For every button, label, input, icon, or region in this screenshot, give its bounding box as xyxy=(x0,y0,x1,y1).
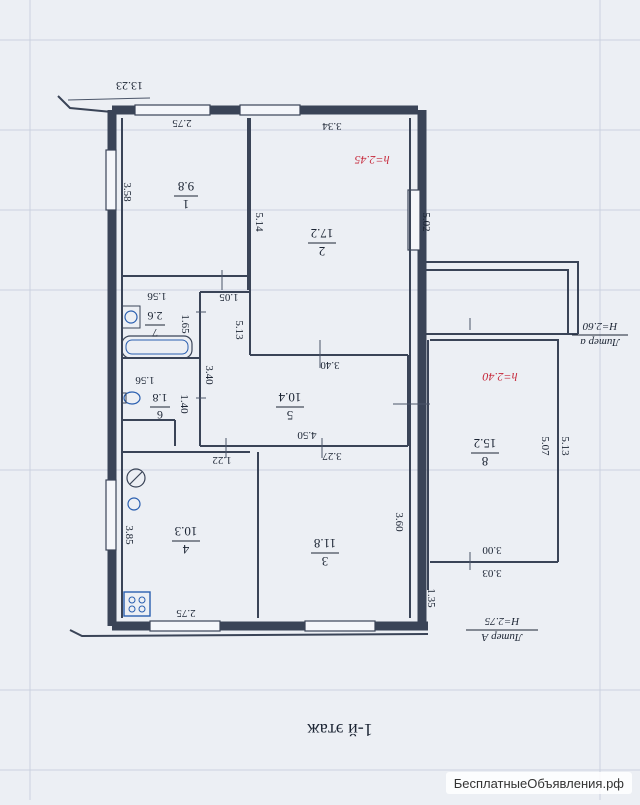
room-4-area: 10.3 xyxy=(175,524,198,539)
window xyxy=(239,104,301,116)
room-3-number: 3 xyxy=(322,554,329,569)
floor-label: 1-й этаж xyxy=(307,720,373,740)
window xyxy=(134,104,211,116)
liter-a-small-name: Литер а xyxy=(580,336,621,348)
no-entry-icon xyxy=(126,468,146,488)
room-2-number: 2 xyxy=(319,244,326,259)
room-1-number: 1 xyxy=(183,197,190,212)
room-2-area: 17.2 xyxy=(311,226,334,241)
dim-1-65: 1.65 xyxy=(179,314,191,334)
room-5-number: 5 xyxy=(287,408,294,423)
window xyxy=(105,479,117,551)
washbasin-icon xyxy=(127,497,141,511)
dim-3-60: 3.60 xyxy=(393,512,405,532)
dim-5-13-a: 5.13 xyxy=(233,320,245,340)
dim-4-50: 4.50 xyxy=(297,429,317,441)
room-8-number: 8 xyxy=(482,454,489,469)
dim-1-35: 1.35 xyxy=(425,588,437,608)
dim-1-22: 1.22 xyxy=(212,454,231,466)
washbasin-icon xyxy=(121,305,141,329)
room-1-area: 9.8 xyxy=(178,179,194,194)
room-7-area: 2.6 xyxy=(148,309,163,323)
dim-5-02: 5.02 xyxy=(420,212,432,231)
dim-5-14: 5.14 xyxy=(253,212,265,232)
window xyxy=(304,620,376,632)
room-8-area: 15.2 xyxy=(474,436,497,451)
liter-a-small-height: H=2.60 xyxy=(582,320,618,332)
stove-icon xyxy=(123,591,151,617)
window xyxy=(105,149,117,211)
room-7-number: 7 xyxy=(152,326,158,340)
height-note-2-40: h=2.40 xyxy=(482,370,517,384)
liter-A-name: Литер А xyxy=(481,631,523,643)
extension-liter-a xyxy=(422,261,579,590)
liter-A-height: H=2.75 xyxy=(484,615,520,627)
dim-3-40-a: 3.40 xyxy=(203,365,215,385)
dim-1-56-b: 1.56 xyxy=(135,374,155,386)
watermark: БесплатныеОбъявления.рф xyxy=(445,772,632,794)
dim-1-05: 1.05 xyxy=(219,291,239,303)
dim-3-27: 3.27 xyxy=(322,450,342,462)
room-4-number: 4 xyxy=(182,542,189,557)
dim-5-07: 5.07 xyxy=(539,436,551,456)
dim-1-56-a: 1.56 xyxy=(147,290,167,302)
dim-3-03: 3.03 xyxy=(482,567,502,579)
dim-2-75-bottom: 2.75 xyxy=(176,607,196,619)
outer-walls xyxy=(105,104,428,632)
dim-3-85: 3.85 xyxy=(123,525,135,545)
room-5-area: 10.4 xyxy=(278,390,301,405)
dim-13-23: 13.23 xyxy=(116,79,143,93)
dim-5-13-b: 5.13 xyxy=(559,436,571,456)
room-3-area: 11.8 xyxy=(314,536,336,551)
window xyxy=(149,620,221,632)
room-6-number: 6 xyxy=(157,408,163,422)
dim-3-40-b: 3.40 xyxy=(320,359,340,371)
overall-dimension: 13.23 xyxy=(57,79,429,638)
dim-3-00: 3.00 xyxy=(482,544,502,556)
room-6-area: 1.8 xyxy=(153,391,168,405)
toilet-icon xyxy=(121,391,141,405)
dimension-lines xyxy=(196,270,471,570)
dim-3-58: 3.58 xyxy=(121,182,133,202)
bathtub-icon xyxy=(121,335,193,359)
watermark-text: БесплатныеОбъявления.рф xyxy=(453,775,624,791)
dim-2-75-top: 2.75 xyxy=(172,117,192,129)
dim-1-40: 1.40 xyxy=(178,394,190,414)
dim-3-34: 3.34 xyxy=(322,120,342,132)
interior-walls xyxy=(121,118,411,618)
height-note-2-45: h=2.45 xyxy=(354,153,389,167)
